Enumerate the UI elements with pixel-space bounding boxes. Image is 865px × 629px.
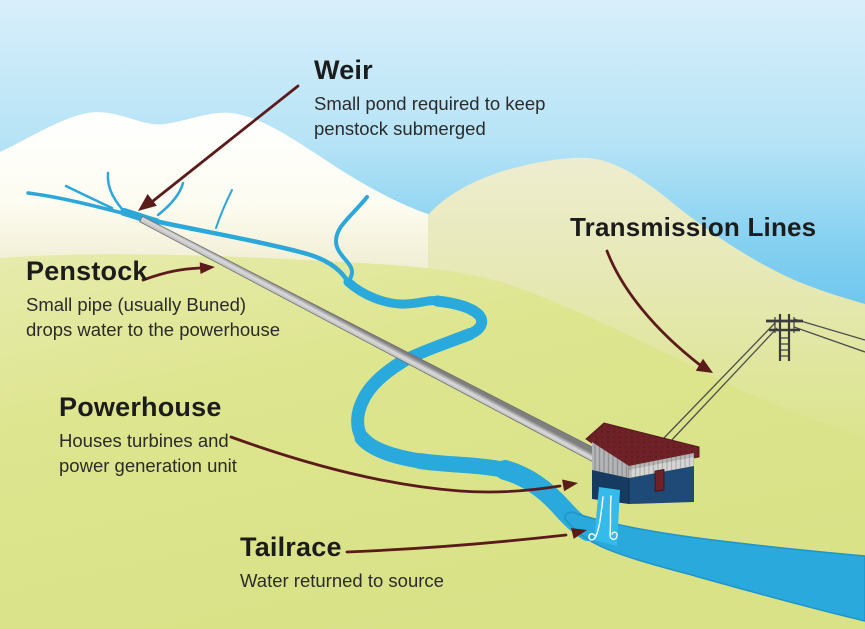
- door: [654, 469, 665, 492]
- transmission-lines-label: Transmission Lines: [570, 212, 816, 243]
- weir-label: Weir Small pond required to keep penstoc…: [314, 55, 545, 141]
- river: [343, 277, 865, 622]
- transmission-lines-title: Transmission Lines: [570, 212, 817, 242]
- weir-title: Weir: [314, 55, 373, 85]
- transmission-arrow: [605, 249, 713, 373]
- weir-streams: [26, 171, 369, 286]
- penstock-desc-line2: drops water to the powerhouse: [26, 319, 281, 340]
- tailrace-arrow: [345, 528, 587, 554]
- penstock-desc-line1: Small pipe (usually Buned): [26, 294, 247, 315]
- transmission-tower: [766, 314, 803, 361]
- powerhouse-title: Powerhouse: [59, 392, 222, 422]
- powerhouse-label: Powerhouse Houses turbines and power gen…: [59, 392, 237, 478]
- penstock-title: Penstock: [26, 256, 148, 286]
- tailrace-outflow: [588, 487, 620, 546]
- tailrace-title: Tailrace: [240, 532, 342, 562]
- weir-desc-line1: Small pond required to keep: [314, 93, 546, 114]
- penstock-arrow: [141, 262, 215, 282]
- powerhouse-building: [585, 422, 700, 504]
- transmission-wires: [662, 318, 865, 444]
- weir-desc-line2: penstock submerged: [314, 118, 486, 139]
- powerhouse-desc-line1: Houses turbines and: [59, 430, 229, 451]
- powerhouse-desc-line2: power generation unit: [59, 455, 237, 476]
- weir-arrow: [138, 84, 300, 211]
- powerhouse-arrow: [229, 435, 578, 494]
- penstock-label: Penstock Small pipe (usually Buned) drop…: [26, 256, 280, 342]
- river-wide: [564, 511, 865, 622]
- tailrace-label: Tailrace Water returned to source: [240, 532, 444, 593]
- annotation-arrows: [138, 84, 713, 554]
- tailrace-desc-line1: Water returned to source: [240, 570, 444, 591]
- mountain: [0, 112, 428, 278]
